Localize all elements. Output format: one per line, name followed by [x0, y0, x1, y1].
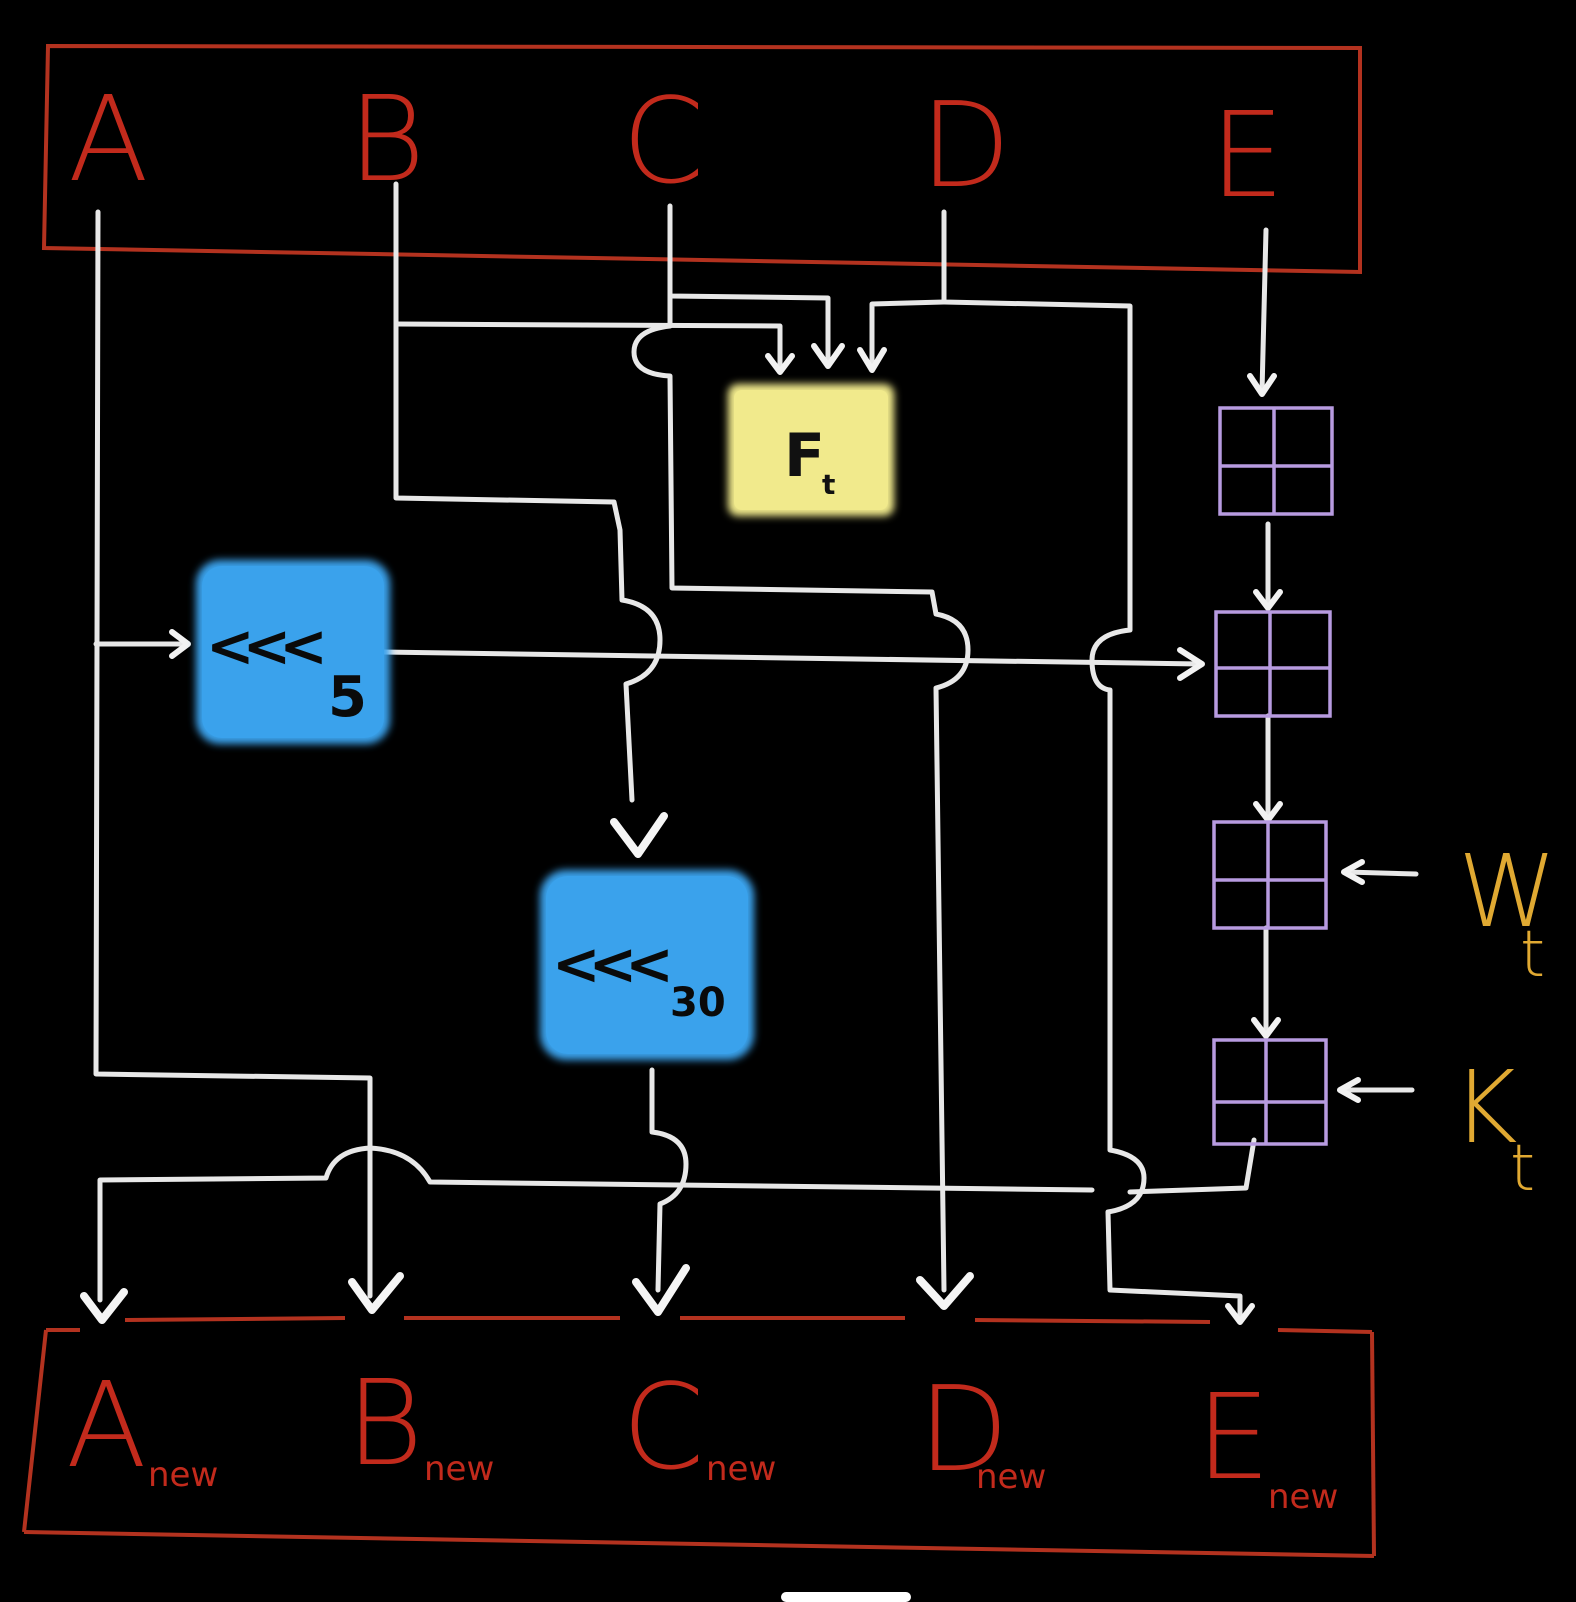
arrowhead-icon — [169, 629, 191, 659]
svg-text:t: t — [1510, 1132, 1535, 1206]
output-label-b: B new — [346, 1354, 494, 1492]
svg-text:t: t — [822, 468, 835, 501]
input-label-e: E — [1210, 86, 1285, 224]
arrowhead-icon — [632, 1264, 690, 1316]
input-label-d: D — [920, 76, 1011, 214]
arrowhead-icon — [1247, 373, 1277, 397]
svg-text:5: 5 — [328, 665, 367, 730]
svg-text:new: new — [424, 1449, 494, 1489]
svg-text:A: A — [66, 1356, 147, 1494]
wire-b-to-f — [393, 321, 783, 375]
arrowhead-icon — [1253, 801, 1283, 823]
output-label-a: A new — [66, 1356, 218, 1495]
svg-text:K: K — [1452, 1049, 1518, 1166]
arrowhead-icon — [80, 1288, 128, 1324]
wire-rotate5-out — [379, 649, 1203, 667]
wire-b — [393, 181, 663, 803]
output-label-c: C new — [622, 1358, 776, 1496]
arrowhead-icon — [857, 347, 887, 373]
modular-addition-grid-icon — [1212, 1038, 1328, 1146]
svg-text:new: new — [706, 1449, 776, 1489]
input-label-c: C — [622, 72, 704, 210]
modular-addition-grid-icon — [1218, 406, 1334, 516]
svg-text:new: new — [976, 1457, 1046, 1497]
svg-text:30: 30 — [670, 980, 726, 1026]
modular-addition-grid-icon — [1212, 820, 1328, 930]
wire-adder-chain — [1263, 521, 1271, 1037]
arrowhead-icon — [348, 1272, 404, 1314]
svg-text:<<<: <<< — [206, 612, 322, 680]
input-label-a: A — [68, 70, 149, 208]
svg-text:new: new — [1268, 1477, 1338, 1517]
svg-text:W: W — [1458, 833, 1557, 950]
rotate-left-30-box: <<< 30 — [540, 870, 754, 1060]
svg-text:F: F — [784, 421, 825, 491]
function-box-f: F t — [728, 384, 894, 516]
arrowhead-icon — [1251, 1017, 1281, 1039]
svg-text:D: D — [918, 1360, 1009, 1498]
wire-rotate30-out — [649, 1067, 689, 1293]
arrowhead-icon — [1177, 647, 1205, 681]
output-register-frame — [22, 1316, 1376, 1558]
wire-c-to-d — [631, 293, 971, 1293]
wire-d — [941, 209, 1243, 1323]
arrowhead-icon — [1337, 1077, 1361, 1103]
input-register-frame — [41, 43, 1362, 275]
input-label-b: B — [348, 70, 425, 208]
svg-text:t: t — [1520, 918, 1545, 992]
svg-text:<<<: <<< — [552, 930, 668, 998]
arrowhead-icon — [765, 353, 795, 375]
arrowhead-icon — [1225, 1303, 1255, 1325]
svg-text:E: E — [1196, 1368, 1271, 1506]
svg-text:C: C — [622, 1358, 704, 1496]
wire-c — [667, 203, 831, 367]
wire-w-in — [1343, 869, 1419, 877]
home-indicator[interactable] — [781, 1592, 911, 1602]
wire-d-to-f — [869, 299, 947, 371]
svg-text:B: B — [346, 1354, 423, 1492]
arrowhead-icon — [1253, 589, 1283, 611]
constant-w: W t — [1458, 833, 1557, 992]
wire-e — [1259, 227, 1269, 395]
output-label-d: D new — [918, 1360, 1046, 1498]
modular-addition-grid-icon — [1214, 610, 1332, 718]
wire-a — [93, 209, 373, 1299]
arrowhead-icon — [1341, 859, 1365, 885]
arrowhead-icon — [916, 1272, 974, 1310]
wire-adder-out-to-a — [97, 1137, 1257, 1303]
arrowhead-icon — [811, 343, 845, 369]
rotate-left-5-box: <<< 5 — [196, 560, 390, 744]
svg-text:new: new — [148, 1455, 218, 1495]
arrowhead-icon — [610, 812, 668, 858]
constant-k: K t — [1452, 1049, 1535, 1206]
output-label-e: E new — [1196, 1368, 1338, 1517]
